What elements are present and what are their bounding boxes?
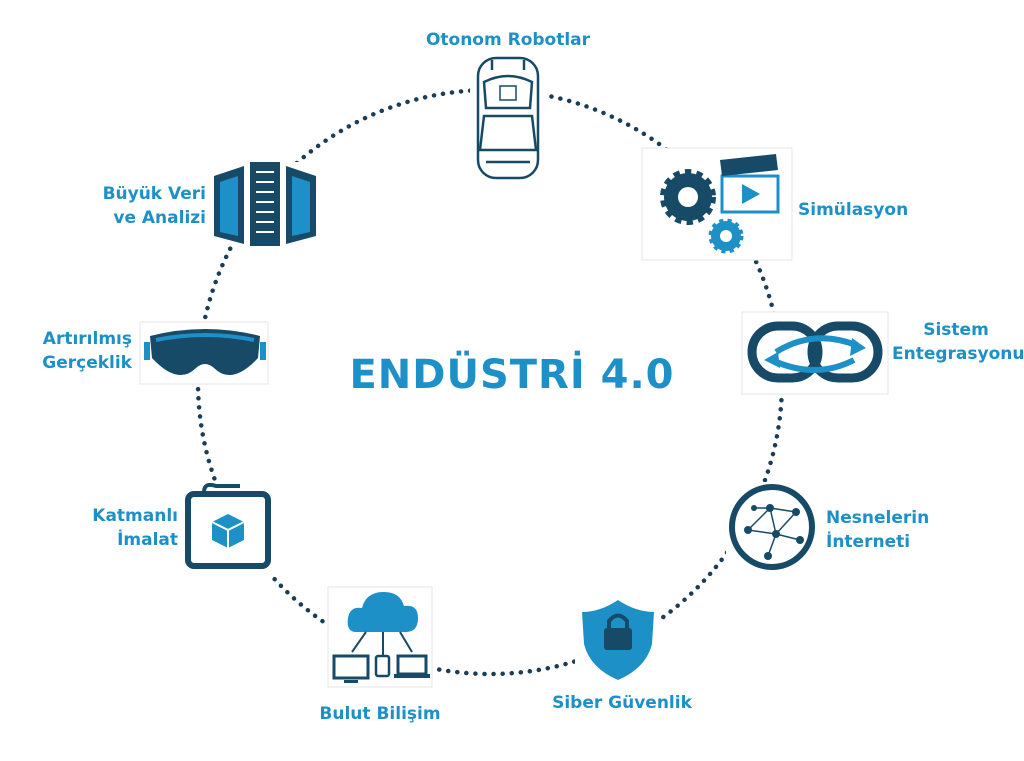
shield-lock-icon <box>582 600 654 680</box>
tile-bulut <box>327 586 433 688</box>
server-racks-icon <box>214 162 316 246</box>
3d-printer-icon <box>185 482 271 569</box>
cloud-devices-icon <box>332 592 430 683</box>
label-bulut: Bulut Bilişim <box>319 704 441 724</box>
label-siber: Siber Güvenlik <box>552 693 692 713</box>
label-buyuk: Büyük Veri ve Analizi <box>102 184 206 228</box>
vr-headset-icon <box>144 329 266 376</box>
network-globe-icon <box>729 484 815 570</box>
label-simulasyon: Simülasyon <box>798 200 909 220</box>
label-artirilmis: Artırılmış Gerçeklik <box>42 329 132 373</box>
chain-link-arrows-icon <box>747 321 883 383</box>
label-sistem: Sistem Entegrasyonu <box>892 320 1024 364</box>
diagram-title: ENDÜSTRİ 4.0 <box>349 352 675 398</box>
tile-otonom <box>470 55 546 183</box>
label-otonom: Otonom Robotlar <box>425 30 591 50</box>
label-katmanli: Katmanlı İmalat <box>92 506 178 550</box>
gears-clapperboard-icon <box>660 154 780 254</box>
autonomous-car-icon <box>476 56 540 180</box>
tile-nesneler <box>726 482 818 574</box>
label-nesneler: Nesnelerin İnterneti <box>826 508 930 552</box>
